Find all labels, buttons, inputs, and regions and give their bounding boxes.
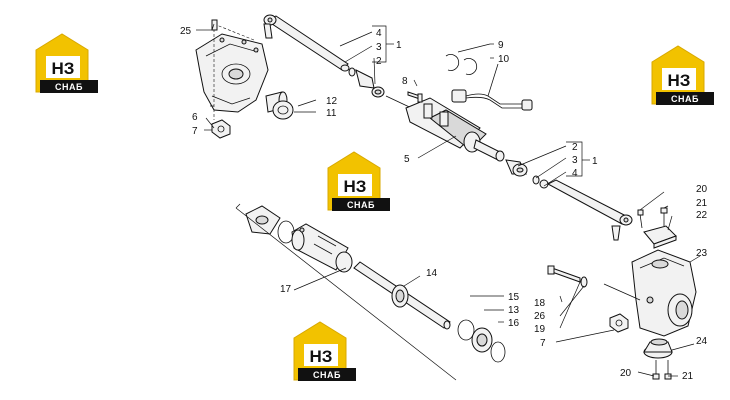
callout-16: 16 xyxy=(508,318,520,329)
logo-caption: СНАБ xyxy=(55,82,83,92)
callout-26: 26 xyxy=(534,311,546,322)
watermark-logo: HЗ СНАБ xyxy=(327,151,390,211)
callout-8: 8 xyxy=(402,76,408,87)
bearing-14 xyxy=(391,284,409,308)
axle-mount-bracket xyxy=(245,205,281,235)
callout-4-right: 4 xyxy=(572,168,578,179)
callout-7-left: 7 xyxy=(192,126,198,137)
callout-1-top: 1 xyxy=(396,40,402,51)
bolt-20-top xyxy=(637,209,644,229)
callout-12: 12 xyxy=(326,96,338,107)
washer-26 xyxy=(580,276,588,288)
callout-1-right: 1 xyxy=(592,156,598,167)
logo-initials: HЗ xyxy=(52,59,75,78)
upper-tie-rod xyxy=(263,14,385,98)
bolt-8 xyxy=(407,91,423,103)
watermark-logo: HЗ СНАБ xyxy=(651,45,714,105)
callout-9: 9 xyxy=(498,40,504,51)
axle-housing xyxy=(291,223,353,273)
logo-caption: СНАБ xyxy=(671,94,699,104)
snap-rings-9 xyxy=(445,54,478,75)
callout-7-right: 7 xyxy=(540,338,546,349)
nut-7-right xyxy=(609,313,629,333)
ring-16 xyxy=(490,341,506,363)
callout-18: 18 xyxy=(534,298,546,309)
left-steering-knuckle xyxy=(195,23,269,120)
callout-3-top: 3 xyxy=(376,42,382,53)
nut-7-left xyxy=(211,119,231,139)
logo-initials: HЗ xyxy=(668,71,691,90)
assembly-line-1 xyxy=(235,207,457,381)
callout-10: 10 xyxy=(498,54,510,65)
callout-21-bottom: 21 xyxy=(682,371,694,382)
callout-19: 19 xyxy=(534,324,546,335)
callout-24: 24 xyxy=(696,336,708,347)
lower-cap-24 xyxy=(643,338,673,359)
logo-caption: СНАБ xyxy=(347,200,375,210)
right-steering-knuckle xyxy=(603,249,697,337)
callout-4-top: 4 xyxy=(376,28,382,39)
bolt-21-top xyxy=(660,207,668,226)
seal-15 xyxy=(457,319,475,341)
logo-caption: СНАБ xyxy=(313,370,341,380)
callout-2-top: 2 xyxy=(376,56,382,67)
lower-tie-rod xyxy=(505,159,633,241)
cap-22 xyxy=(643,225,677,249)
logo-initials: HЗ xyxy=(310,347,333,366)
watermark-logo: HЗ СНАБ xyxy=(35,33,98,93)
callout-3-right: 3 xyxy=(572,155,578,166)
callout-23: 23 xyxy=(696,248,708,259)
callout-6: 6 xyxy=(192,112,198,123)
bolt-18 xyxy=(547,265,581,283)
bolt-20-bottom xyxy=(652,360,660,380)
callout-20-bottom: 20 xyxy=(620,368,632,379)
callout-22: 22 xyxy=(696,210,708,221)
bearing-13 xyxy=(471,327,493,353)
logo-initials: HЗ xyxy=(344,177,367,196)
sensor-10 xyxy=(451,63,533,111)
leader-lines xyxy=(196,23,701,377)
callout-13: 13 xyxy=(508,305,520,316)
assembly-line-2 xyxy=(235,203,241,209)
callout-21-top: 21 xyxy=(696,198,708,209)
callout-2-right: 2 xyxy=(572,142,578,153)
callout-11: 11 xyxy=(326,108,337,119)
callout-labels: 25 4 3 1 2 9 10 8 12 11 6 7 5 2 3 1 4 20… xyxy=(180,26,708,382)
steering-cylinder xyxy=(385,95,505,162)
callout-5: 5 xyxy=(404,154,410,165)
callout-14: 14 xyxy=(426,268,438,279)
watermark-logo: HЗ СНАБ xyxy=(293,321,356,381)
callout-17: 17 xyxy=(280,284,292,295)
callout-25: 25 xyxy=(180,26,192,37)
callout-20-top: 20 xyxy=(696,184,708,195)
bolt-21-bottom xyxy=(664,360,672,380)
seal-11 xyxy=(272,100,294,120)
bolt-25 xyxy=(211,19,218,31)
callout-15: 15 xyxy=(508,292,520,303)
